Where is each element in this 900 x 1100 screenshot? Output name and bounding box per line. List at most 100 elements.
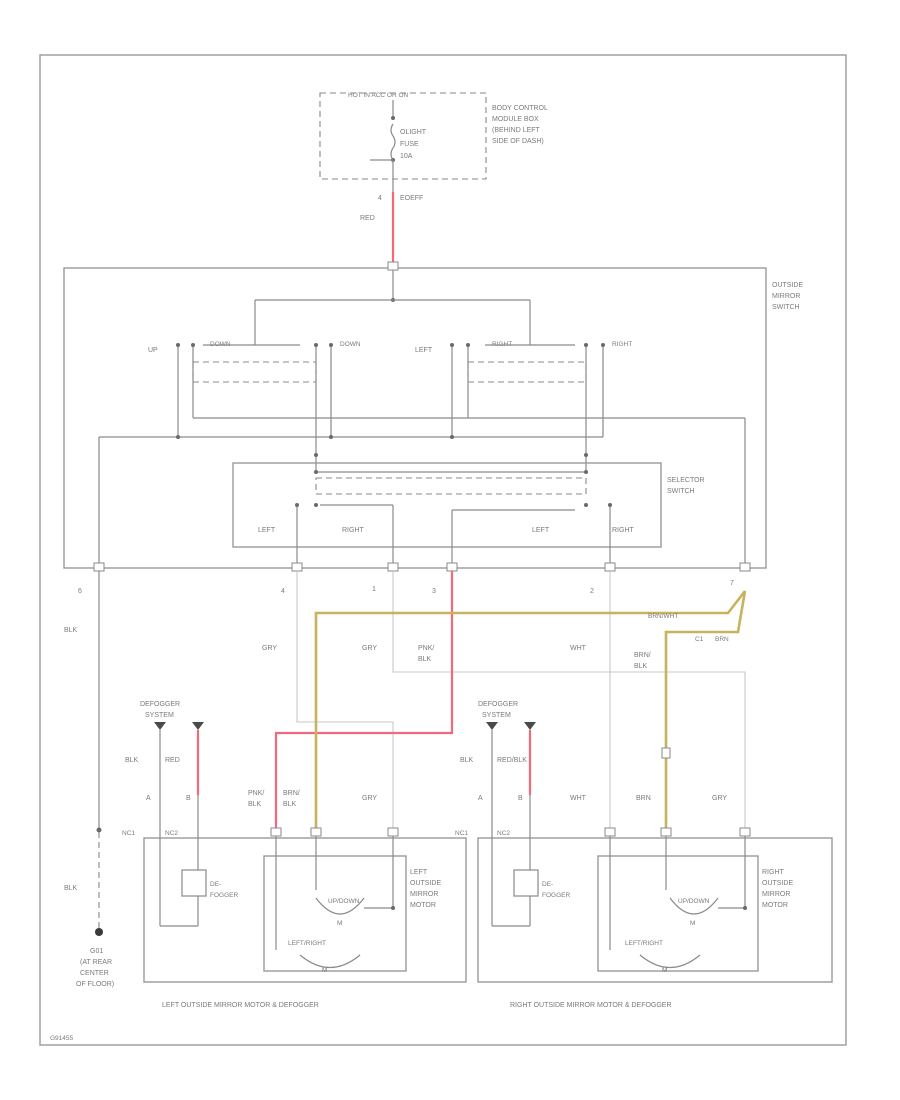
left-defogger-terminal-b	[192, 722, 204, 730]
wire-label-gry-1: GRY	[262, 645, 277, 652]
left-defogger-header-2: SYSTEM	[145, 712, 174, 719]
switch-right-label: RIGHT	[612, 341, 632, 348]
wire-label-c1: C1	[695, 636, 704, 643]
left-updown-motor	[315, 897, 365, 915]
pin-7: 7	[730, 580, 734, 587]
selector-right-2: RIGHT	[612, 527, 635, 534]
ground-label-2: (AT REAR	[80, 959, 112, 966]
brn-wire	[664, 590, 747, 832]
switch-label-2: MIRROR	[772, 293, 800, 300]
left-motor-label-4: MOTOR	[410, 902, 436, 909]
right-defogger-element-2: FOGGER	[542, 892, 570, 899]
wire-label-gry-2: GRY	[362, 645, 377, 652]
left-motor-label-3: MIRROR	[410, 891, 438, 898]
left-defogger-nc1: NC1	[122, 830, 135, 837]
right-defogger-system: DEFOGGER SYSTEM BLK RED/BLK A B NC1 NC2	[455, 701, 536, 837]
left-defogger-header-1: DEFOGGER	[140, 701, 180, 708]
selector-label-1: SELECTOR	[667, 477, 705, 484]
left-motor-wire-gry: GRY	[362, 795, 377, 802]
outside-mirror-switch: OUTSIDE MIRROR SWITCH UP DOWN DOWN LEFT …	[63, 261, 803, 569]
right-defogger-nc1: NC1	[455, 830, 468, 837]
fuse-box-label-3: (BEHIND LEFT	[492, 127, 541, 134]
right-motor-label-3: MIRROR	[762, 891, 790, 898]
gry-wire-right	[392, 571, 746, 832]
fuse-box-label-2: MODULE BOX	[492, 116, 539, 123]
left-motor-label-2: OUTSIDE	[410, 880, 441, 887]
switch-left-label: LEFT	[415, 347, 433, 354]
right-defogger-terminal-b	[524, 722, 536, 730]
switch-down-label: DOWN	[340, 341, 361, 348]
right-defogger-wire-red: RED/BLK	[497, 757, 527, 764]
right-defogger-header-2: SYSTEM	[482, 712, 511, 719]
pin-3: 3	[432, 588, 436, 595]
fuse-box-header: HOT IN ACC OR ON	[348, 92, 408, 99]
gry-wire-left	[296, 571, 394, 832]
right-defogger-element	[513, 869, 539, 897]
left-leftright-motor	[299, 954, 361, 968]
left-motor-wire-brn-2: BLK	[283, 801, 297, 808]
right-defogger-nc2: NC2	[497, 830, 510, 837]
pnk-blk-wire	[274, 571, 454, 832]
pin-2: 2	[590, 588, 594, 595]
fuse-box-label-4: SIDE OF DASH)	[492, 138, 544, 145]
wire-label-pnk-1: PNK/	[418, 645, 434, 652]
fuse-box-label-1: BODY CONTROL	[492, 105, 548, 112]
selector-switch: SELECTOR SWITCH LEFT RIGHT LEFT RIGHT	[232, 462, 705, 565]
right-motor-wire-gry: GRY	[712, 795, 727, 802]
wire-label-wht: WHT	[570, 645, 587, 652]
right-motor-leftright: LEFT/RIGHT	[625, 940, 663, 947]
pin-1: 1	[372, 586, 376, 593]
selector-left-1: LEFT	[258, 527, 276, 534]
right-motor-box	[597, 855, 759, 972]
right-defogger-terminal-a	[486, 722, 498, 730]
switch-label-1: OUTSIDE	[772, 282, 803, 289]
wire-label-blk: BLK	[64, 627, 78, 634]
selector-right-1: RIGHT	[342, 527, 365, 534]
wire-label-pnk-2: BLK	[418, 656, 432, 663]
right-leftright-motor	[639, 954, 701, 968]
left-defogger-element-1: DE-	[210, 881, 221, 888]
wire-label-brn-blk-2: BLK	[634, 663, 648, 670]
left-motor-wire-brn-1: BRN/	[283, 790, 300, 797]
left-motor-leftright: LEFT/RIGHT	[288, 940, 326, 947]
right-motor-wire-brn: BRN	[636, 795, 651, 802]
right-motor-label-1: RIGHT	[762, 869, 785, 876]
ground-point	[95, 928, 103, 936]
ground-label-1: G01	[90, 948, 103, 955]
fuse-label-2: FUSE	[400, 141, 419, 148]
right-defogger-wire-blk: BLK	[460, 757, 474, 764]
wire-label-brn-wht: BRN/WHT	[648, 613, 678, 620]
left-defogger-nc2: NC2	[165, 830, 178, 837]
fuse-label-1: OLIGHT	[400, 129, 427, 136]
right-motor-wire-wht: WHT	[570, 795, 587, 802]
selector-left-2: LEFT	[532, 527, 550, 534]
left-defogger-pin-b: B	[186, 795, 191, 802]
pin-6: 6	[78, 588, 82, 595]
left-defogger-element-2: FOGGER	[210, 892, 238, 899]
brn-wht-wire	[314, 590, 747, 832]
left-motor-wire-pnk-1: PNK/	[248, 790, 264, 797]
wire-label-brn-blk-1: BRN/	[634, 652, 651, 659]
left-motor-m1: M	[337, 920, 342, 927]
right-motor-m1: M	[690, 920, 695, 927]
left-motor-label-1: LEFT	[410, 869, 428, 876]
right-defogger-pin-b: B	[518, 795, 523, 802]
left-defogger-wire-blk: BLK	[125, 757, 139, 764]
left-motor-updown: UP/DOWN	[328, 898, 360, 905]
left-defogger-element	[181, 869, 207, 897]
fuse-box: HOT IN ACC OR ON BODY CONTROL MODULE BOX…	[319, 92, 548, 222]
caption-right: RIGHT OUTSIDE MIRROR MOTOR & DEFOGGER	[510, 1002, 672, 1009]
right-motor-m2: M	[662, 967, 667, 974]
switch-label-3: SWITCH	[772, 304, 800, 311]
right-defogger-header-1: DEFOGGER	[478, 701, 518, 708]
right-updown-motor	[669, 897, 719, 915]
right-motor-label-4: MOTOR	[762, 902, 788, 909]
left-defogger-wire-red: RED	[165, 757, 180, 764]
switch-up-label: UP	[148, 347, 158, 354]
fuse-wire-color: RED	[360, 215, 375, 222]
selector-label-2: SWITCH	[667, 488, 695, 495]
left-defogger-pin-a: A	[146, 795, 151, 802]
fuse-pin: 4	[378, 195, 382, 202]
pin-4: 4	[281, 588, 285, 595]
ground-label-4: OF FLOOR)	[76, 981, 114, 988]
